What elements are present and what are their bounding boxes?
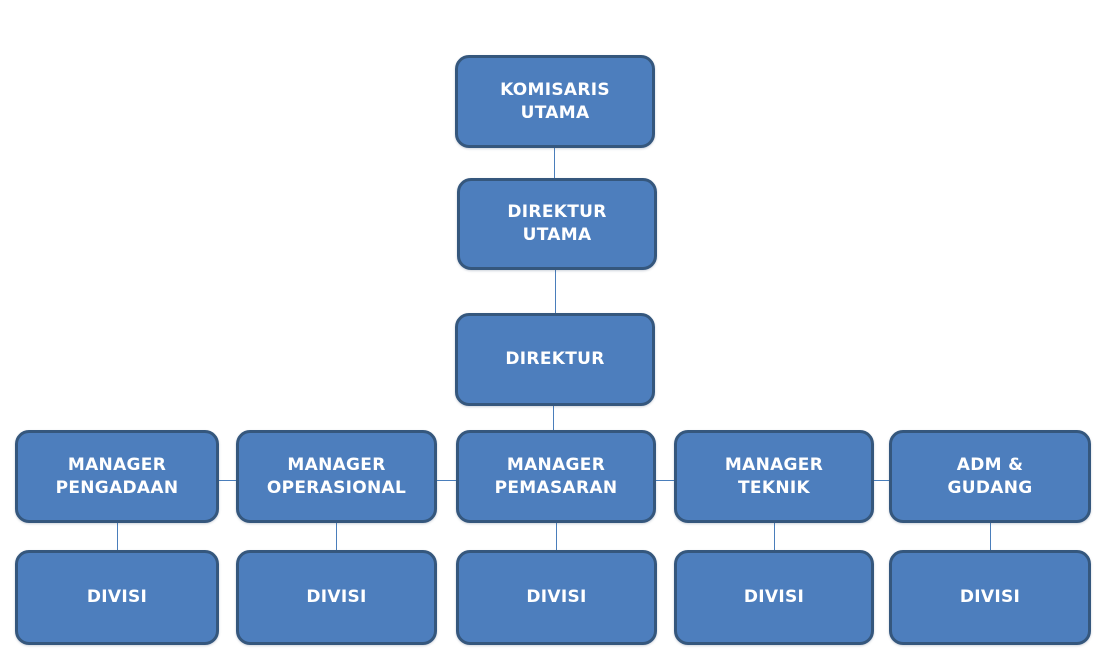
connector-teknik-admgudang (874, 480, 889, 481)
org-node-komisaris-utama: KOMISARIS UTAMA (455, 55, 655, 148)
org-node-divisi-teknik: DIVISI (674, 550, 874, 645)
connector-direktur-managerpemasaran (553, 406, 554, 430)
org-node-label: MANAGER PEMASARAN (494, 454, 618, 498)
org-node-manager-pemasaran: MANAGER PEMASARAN (456, 430, 656, 523)
org-node-label: ADM & GUDANG (947, 454, 1033, 498)
org-node-divisi-operasional: DIVISI (236, 550, 437, 645)
org-node-direktur: DIREKTUR (455, 313, 655, 406)
connector-admgudang-divisi (990, 523, 991, 550)
connector-operasional-divisi (336, 523, 337, 550)
org-node-label: DIREKTUR UTAMA (507, 202, 607, 245)
org-node-divisi-pemasaran: DIVISI (456, 550, 657, 645)
connector-pemasaran-teknik (656, 480, 674, 481)
org-node-direktur-utama: DIREKTUR UTAMA (457, 178, 657, 270)
connector-direkturutama-direktur (555, 270, 556, 313)
org-node-manager-pengadaan: MANAGER PENGADAAN (15, 430, 219, 523)
connector-teknik-divisi (774, 523, 775, 550)
org-node-divisi-pengadaan: DIVISI (15, 550, 219, 645)
org-node-adm-gudang: ADM & GUDANG (889, 430, 1091, 523)
org-node-label: DIVISI (526, 587, 587, 607)
org-node-label: MANAGER OPERASIONAL (266, 454, 407, 498)
connector-operasional-pemasaran (437, 480, 456, 481)
org-node-divisi-adm-gudang: DIVISI (889, 550, 1091, 645)
org-node-label: MANAGER PENGADAAN (55, 454, 179, 498)
org-node-label: KOMISARIS UTAMA (500, 79, 610, 123)
org-node-label: DIVISI (306, 587, 367, 607)
org-node-label: DIREKTUR (505, 349, 605, 369)
org-node-label: MANAGER TEKNIK (724, 454, 824, 498)
connector-pengadaan-divisi (117, 523, 118, 550)
connector-komisaris-direkturutama (554, 148, 555, 178)
org-node-label: DIVISI (959, 587, 1021, 607)
org-node-label: DIVISI (743, 587, 805, 607)
org-node-manager-operasional: MANAGER OPERASIONAL (236, 430, 437, 523)
org-node-label: DIVISI (86, 587, 148, 607)
connector-pemasaran-divisi (556, 523, 557, 550)
connector-pengadaan-operasional (219, 480, 236, 481)
org-node-manager-teknik: MANAGER TEKNIK (674, 430, 874, 523)
